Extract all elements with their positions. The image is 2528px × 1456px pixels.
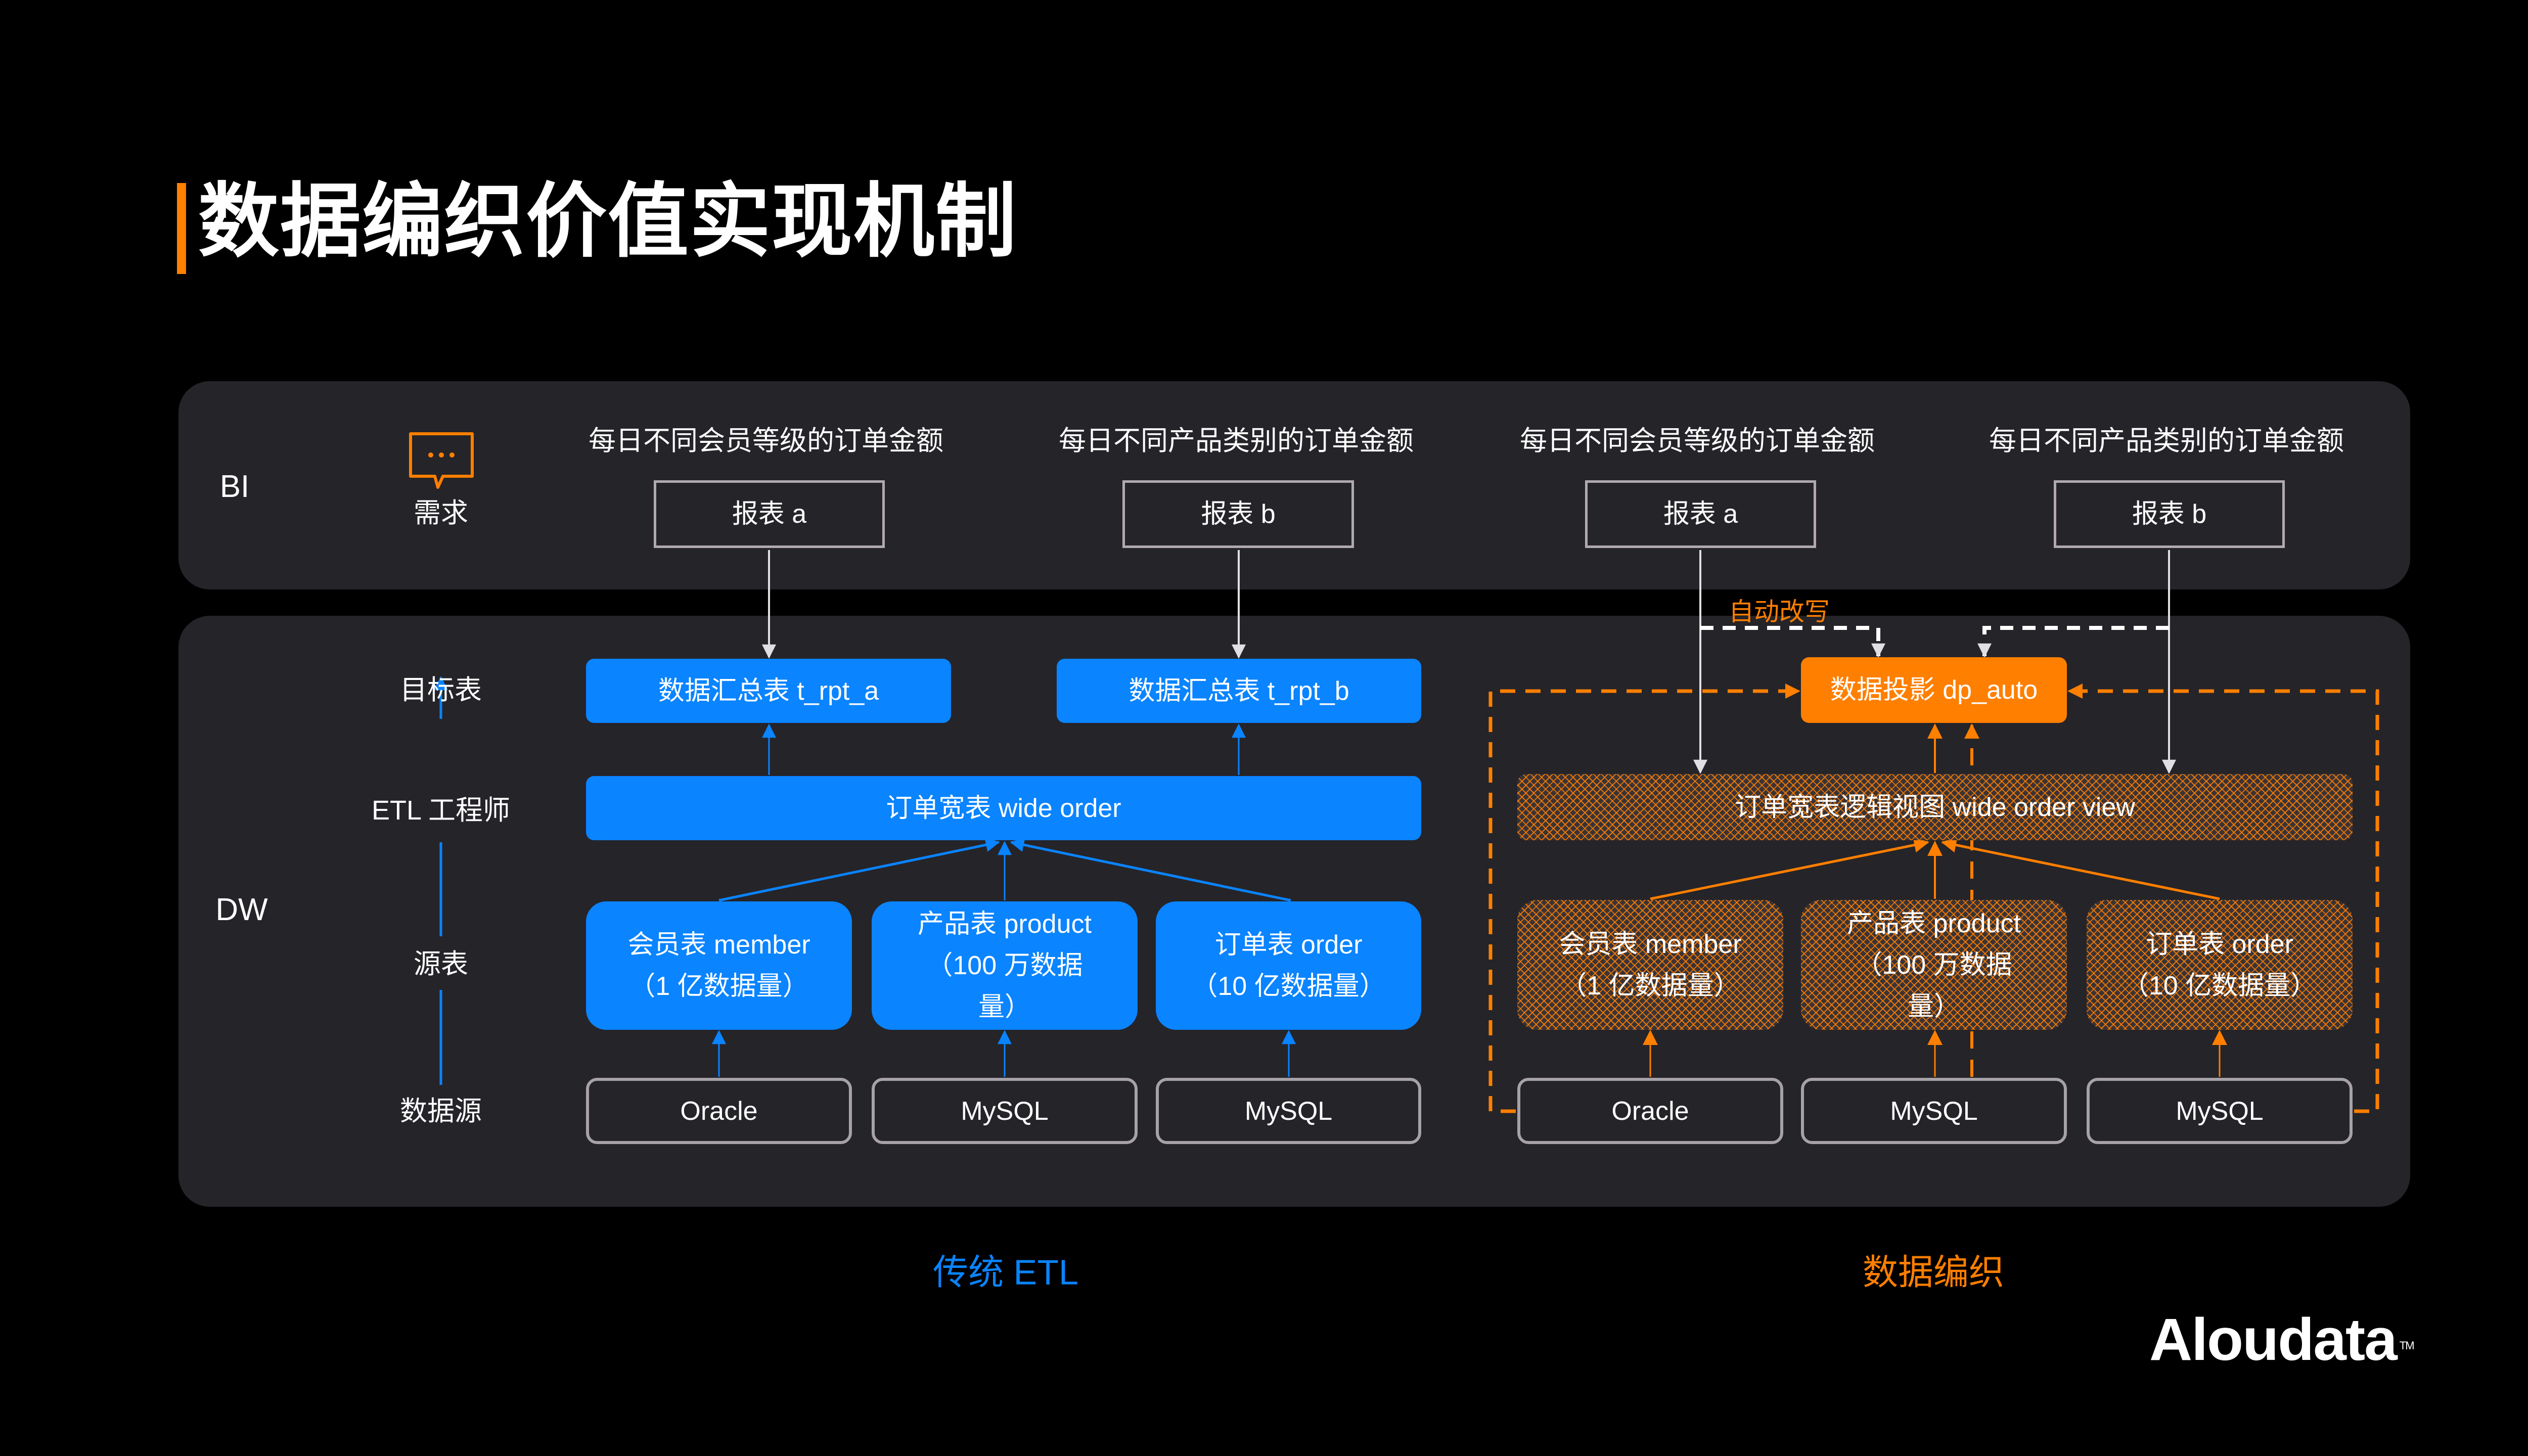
wide-order-table[interactable]: 订单宽表 wide order	[586, 776, 1421, 840]
trademark-mark: TM	[2399, 1339, 2415, 1352]
layer-label-data-source: 数据源	[400, 1096, 482, 1126]
source-name: 订单表 order	[2146, 929, 2293, 959]
source-view-product[interactable]: 产品表 product （100 万数据量）	[1801, 900, 2067, 1030]
db-mysql-order-fabric[interactable]: MySQL	[2087, 1078, 2353, 1144]
report-b-box-fabric[interactable]: 报表 b	[2054, 480, 2285, 548]
source-table-order[interactable]: 订单表 order （10 亿数据量）	[1156, 901, 1421, 1030]
report-a-box[interactable]: 报表 a	[654, 480, 885, 548]
dw-layer-label: DW	[215, 892, 268, 927]
db-oracle-fabric[interactable]: Oracle	[1517, 1078, 1783, 1144]
bi-layer-label: BI	[219, 469, 250, 504]
target-table-label: 数据汇总表 t_rpt_a	[658, 676, 879, 706]
demand-label: 需求	[414, 498, 468, 528]
report-question: 每日不同会员等级的订单金额	[1520, 426, 1875, 456]
source-volume: （100 万数据量）	[926, 951, 1083, 1022]
wide-view-label: 订单宽表逻辑视图 wide order view	[1735, 792, 2135, 822]
db-label: Oracle	[680, 1096, 758, 1126]
db-mysql-order[interactable]: MySQL	[1156, 1078, 1421, 1144]
report-question: 每日不同产品类别的订单金额	[1989, 426, 2344, 456]
logo-text: Aloudata	[2149, 1306, 2398, 1373]
chat-bubble-icon	[409, 432, 474, 489]
source-volume: （1 亿数据量）	[629, 972, 809, 1001]
caption-traditional-etl: 传统 ETL	[933, 1252, 1078, 1292]
db-label: MySQL	[961, 1096, 1049, 1126]
source-table-member[interactable]: 会员表 member （1 亿数据量）	[586, 901, 852, 1030]
report-question: 每日不同会员等级的订单金额	[589, 426, 943, 456]
source-view-order[interactable]: 订单表 order （10 亿数据量）	[2087, 900, 2353, 1030]
auto-rewrite-label: 自动改写	[1729, 598, 1830, 626]
caption-data-fabric: 数据编织	[1863, 1252, 2004, 1292]
wide-order-view[interactable]: 订单宽表逻辑视图 wide order view	[1517, 774, 2353, 840]
source-volume: （1 亿数据量）	[1560, 971, 1740, 1000]
db-mysql-product[interactable]: MySQL	[872, 1078, 1138, 1144]
target-table-a[interactable]: 数据汇总表 t_rpt_a	[586, 659, 951, 723]
db-label: MySQL	[1244, 1096, 1333, 1126]
wide-order-label: 订单宽表 wide order	[886, 793, 1121, 823]
report-label: 报表 b	[2132, 499, 2207, 529]
report-a-box-fabric[interactable]: 报表 a	[1585, 480, 1816, 548]
target-table-b[interactable]: 数据汇总表 t_rpt_b	[1057, 659, 1421, 723]
data-projection-box[interactable]: 数据投影 dp_auto	[1801, 657, 2067, 723]
layer-label-source-table: 源表	[414, 949, 468, 979]
source-name: 会员表 member	[627, 930, 810, 960]
layer-label-etl-engineer: ETL 工程师	[371, 795, 511, 826]
page-title: 数据编织价值实现机制	[198, 176, 1018, 266]
report-b-box[interactable]: 报表 b	[1122, 480, 1354, 548]
report-label: 报表 a	[732, 499, 807, 529]
report-question: 每日不同产品类别的订单金额	[1059, 426, 1414, 456]
source-name: 会员表 member	[1559, 929, 1742, 959]
source-name: 产品表 product	[1847, 908, 2021, 938]
source-view-member[interactable]: 会员表 member （1 亿数据量）	[1517, 900, 1783, 1030]
title-accent-bar	[177, 183, 186, 274]
target-table-label: 数据汇总表 t_rpt_b	[1128, 676, 1349, 706]
source-table-product[interactable]: 产品表 product （100 万数据量）	[872, 901, 1138, 1030]
db-label: MySQL	[1890, 1096, 1978, 1126]
source-volume: （100 万数据量）	[1856, 950, 2012, 1021]
db-label: MySQL	[2176, 1096, 2264, 1126]
report-label: 报表 a	[1663, 499, 1738, 529]
layer-label-target: 目标表	[400, 675, 482, 705]
db-label: Oracle	[1611, 1096, 1689, 1126]
projection-label: 数据投影 dp_auto	[1830, 675, 2038, 705]
source-name: 产品表 product	[918, 909, 1092, 939]
report-label: 报表 b	[1201, 499, 1276, 529]
db-mysql-product-fabric[interactable]: MySQL	[1801, 1078, 2067, 1144]
source-volume: （10 亿数据量）	[2122, 971, 2317, 1000]
source-volume: （10 亿数据量）	[1191, 972, 1386, 1001]
db-oracle[interactable]: Oracle	[586, 1078, 852, 1144]
source-name: 订单表 order	[1214, 930, 1363, 960]
